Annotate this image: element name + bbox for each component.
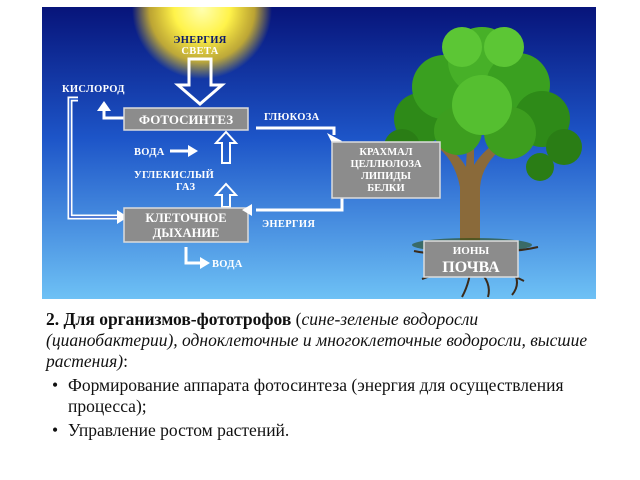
- co2-up-arrow: [213, 130, 239, 164]
- oxygen-arrowhead: [117, 210, 128, 224]
- respiration-box: [123, 207, 249, 243]
- bullet-item: • Формирование аппарата фотосинтеза (энер…: [46, 375, 606, 417]
- glucose-arrow: [256, 126, 336, 135]
- respiration-label-2: ДЫХАНИЕ: [153, 226, 220, 240]
- cellulose-label: ЦЕЛЛЮЛОЗА: [350, 159, 422, 170]
- bullet-list: • Формирование аппарата фотосинтеза (энер…: [46, 375, 606, 441]
- oxygen-label: КИСЛОРОД: [62, 84, 125, 95]
- sun-icon: [132, 7, 272, 79]
- heading-number: 2.: [46, 309, 60, 329]
- proteins-label: БЕЛКИ: [367, 183, 404, 194]
- tree-trunk: [434, 127, 506, 247]
- co2-label-1: УГЛЕКИСЛЫЙ: [134, 169, 214, 181]
- text-block: 2. Для организмов-фототрофов (сине-зелен…: [46, 309, 606, 444]
- starch-label: КРАХМАЛ: [359, 147, 412, 158]
- soil-label: ПОЧВА: [442, 259, 500, 276]
- water-out-arrow: [184, 247, 202, 265]
- energy-arrow: [256, 195, 344, 212]
- energy-label: ЭНЕРГИЯ: [262, 219, 315, 230]
- photosynthesis-box: [123, 107, 249, 131]
- heading-italic: сине-зеленые водоросли (цианобактерии), …: [46, 309, 588, 371]
- water-out-label: ВОДА: [212, 259, 243, 270]
- heading: 2. Для организмов-фототрофов (сине-зелен…: [46, 309, 606, 372]
- products-box: [331, 141, 441, 199]
- heading-open-paren: (: [295, 309, 302, 329]
- light-arrow: [173, 57, 227, 106]
- photosynthesis-label: ФОТОСИНТЕЗ: [139, 112, 233, 127]
- photosynthesis-diagram: ЭНЕРГИЯ СВЕТА КИСЛОРОД ФОТОСИНТЕЗ ГЛЮКОЗ…: [42, 7, 596, 299]
- heading-colon: :: [123, 351, 128, 371]
- water-in-label: ВОДА: [134, 147, 165, 158]
- bullet-dot-icon: •: [52, 420, 59, 440]
- heading-bold: Для организмов-фототрофов: [63, 309, 292, 329]
- soil-box: [423, 240, 519, 278]
- lipids-label: ЛИПИДЫ: [361, 171, 412, 182]
- bullet-text: Формирование аппарата фотосинтеза (энерг…: [68, 375, 564, 416]
- bullet-text: Управление ростом растений.: [68, 420, 290, 440]
- ions-label: ИОНЫ: [453, 245, 490, 257]
- respiration-label-1: КЛЕТОЧНОЕ: [145, 211, 226, 225]
- light-energy-label-1: ЭНЕРГИЯ: [173, 35, 226, 46]
- light-energy-label-2: СВЕТА: [181, 46, 218, 57]
- glucose-label: ГЛЮКОЗА: [264, 112, 320, 123]
- co2-from-respiration-arrow: [213, 182, 239, 208]
- bullet-dot-icon: •: [52, 375, 59, 395]
- bullet-item: • Управление ростом растений.: [46, 420, 606, 441]
- co2-label-2: ГАЗ: [176, 182, 195, 193]
